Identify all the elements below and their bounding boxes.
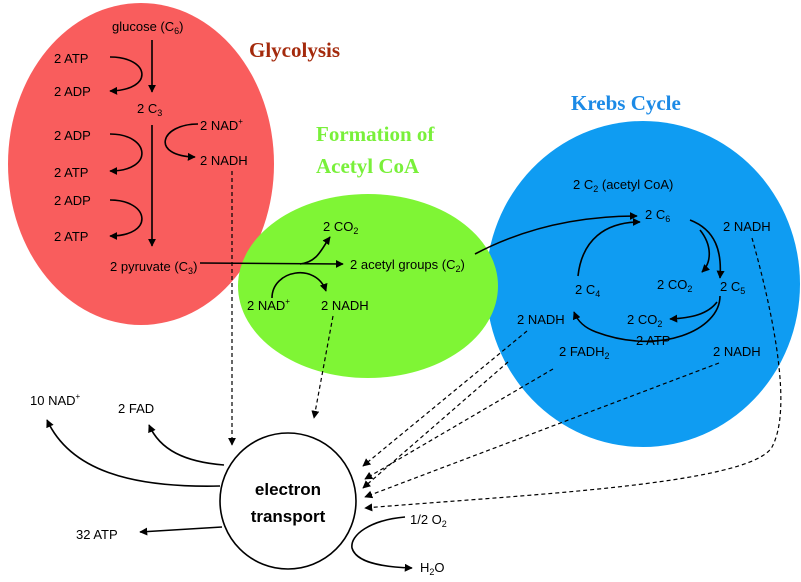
acetyl-nadh-to-et-arrow	[311, 315, 334, 419]
c6-to-c5-arrow	[689, 219, 725, 279]
glycolysis-title: Glycolysis	[249, 38, 340, 62]
acetyl-coa-title-line2: Acetyl CoA	[316, 154, 420, 178]
c3-label: 2 C3	[137, 101, 162, 118]
krebs-nadh-bottom: 2 NADH	[713, 344, 761, 359]
acetyl-nadh-output: 2 NADH	[321, 298, 369, 313]
electron-transport-label-line1: electron	[255, 480, 321, 499]
glycolysis-nad-input: 2 NAD+	[200, 117, 243, 133]
krebs-cycle-title: Krebs Cycle	[571, 91, 681, 115]
krebs-co2-output-a: 2 CO2	[657, 277, 692, 294]
c5-label: 2 C5	[720, 279, 745, 296]
atp-to-adp-arrow	[109, 56, 143, 95]
c4-label: 2 C4	[575, 282, 600, 299]
glycolysis-atp-input: 2 ATP	[54, 51, 88, 66]
et-o2-input: 1/2 O2	[410, 512, 447, 529]
krebs-fadh2-to-et-arrow	[364, 368, 554, 480]
c6-label: 2 C6	[645, 207, 670, 224]
krebs-outer-to-et-arrow	[362, 361, 509, 489]
glycolysis-adp-output: 2 ADP	[54, 84, 91, 99]
acetyl-groups-to-c6-arrow	[474, 212, 638, 255]
krebs-nadh-left-to-et-arrow	[362, 330, 528, 467]
et-fad-output: 2 FAD	[118, 401, 154, 416]
glycolysis-adp-input-2: 2 ADP	[54, 193, 91, 208]
glycolysis-atp-output-2: 2 ATP	[54, 229, 88, 244]
acetyl-coa-region	[238, 194, 498, 378]
acetyl-co2-output: 2 CO2	[323, 219, 358, 236]
et-nad-arrow	[46, 419, 221, 487]
krebs-nadh-left: 2 NADH	[517, 312, 565, 327]
c4-to-c6-arrow	[577, 218, 641, 277]
c5-co2-arrow	[669, 301, 718, 323]
krebs-nadh-top-to-et-arrow	[364, 237, 782, 512]
nad-to-nadh-arrow	[164, 123, 199, 161]
acetyl-co2-arrow	[299, 236, 331, 265]
krebs-fadh2-output: 2 FADH2	[559, 344, 610, 361]
glycolysis-atp-output-1: 2 ATP	[54, 165, 88, 180]
pyruvate-label: 2 pyruvate (C3)	[110, 259, 197, 276]
krebs-co2-output-b: 2 CO2	[627, 312, 662, 329]
electron-transport-node	[219, 432, 357, 570]
et-atp-arrow	[139, 526, 223, 536]
glycolysis-region	[8, 3, 274, 325]
glycolysis-adp-input-1: 2 ADP	[54, 128, 91, 143]
krebs-nadh-top: 2 NADH	[723, 219, 771, 234]
adp-to-atp-arrow-1	[109, 133, 143, 175]
pyruvate-to-acetyl-arrow	[199, 259, 344, 268]
glycolysis-nadh-output: 2 NADH	[200, 153, 248, 168]
c6-co2-arrow	[699, 229, 711, 273]
et-nad-output: 10 NAD+	[30, 392, 81, 408]
krebs-nadh-bottom-to-et-arrow	[364, 362, 720, 499]
acetyl-nad-input: 2 NAD+	[247, 297, 290, 313]
acetyl-nad-to-nadh-arrow	[271, 271, 328, 299]
electron-transport-label-line2: transport	[251, 507, 326, 526]
acetyl-groups-label: 2 acetyl groups (C2)	[350, 257, 465, 274]
krebs-cycle-region	[486, 121, 800, 447]
et-atp-output: 32 ATP	[76, 527, 118, 542]
acetyl-coa-title-line1: Formation of	[316, 122, 435, 146]
c5-to-c4-arrow	[572, 295, 721, 342]
et-o2-to-h2o-arrow	[351, 516, 413, 572]
et-h2o-output: H2O	[420, 560, 445, 577]
acetyl-coa-label: 2 C2 (acetyl CoA)	[573, 177, 673, 194]
glucose-label: glucose (C6)	[112, 19, 184, 36]
adp-to-atp-arrow-2	[109, 199, 143, 240]
et-fad-arrow	[148, 424, 225, 466]
